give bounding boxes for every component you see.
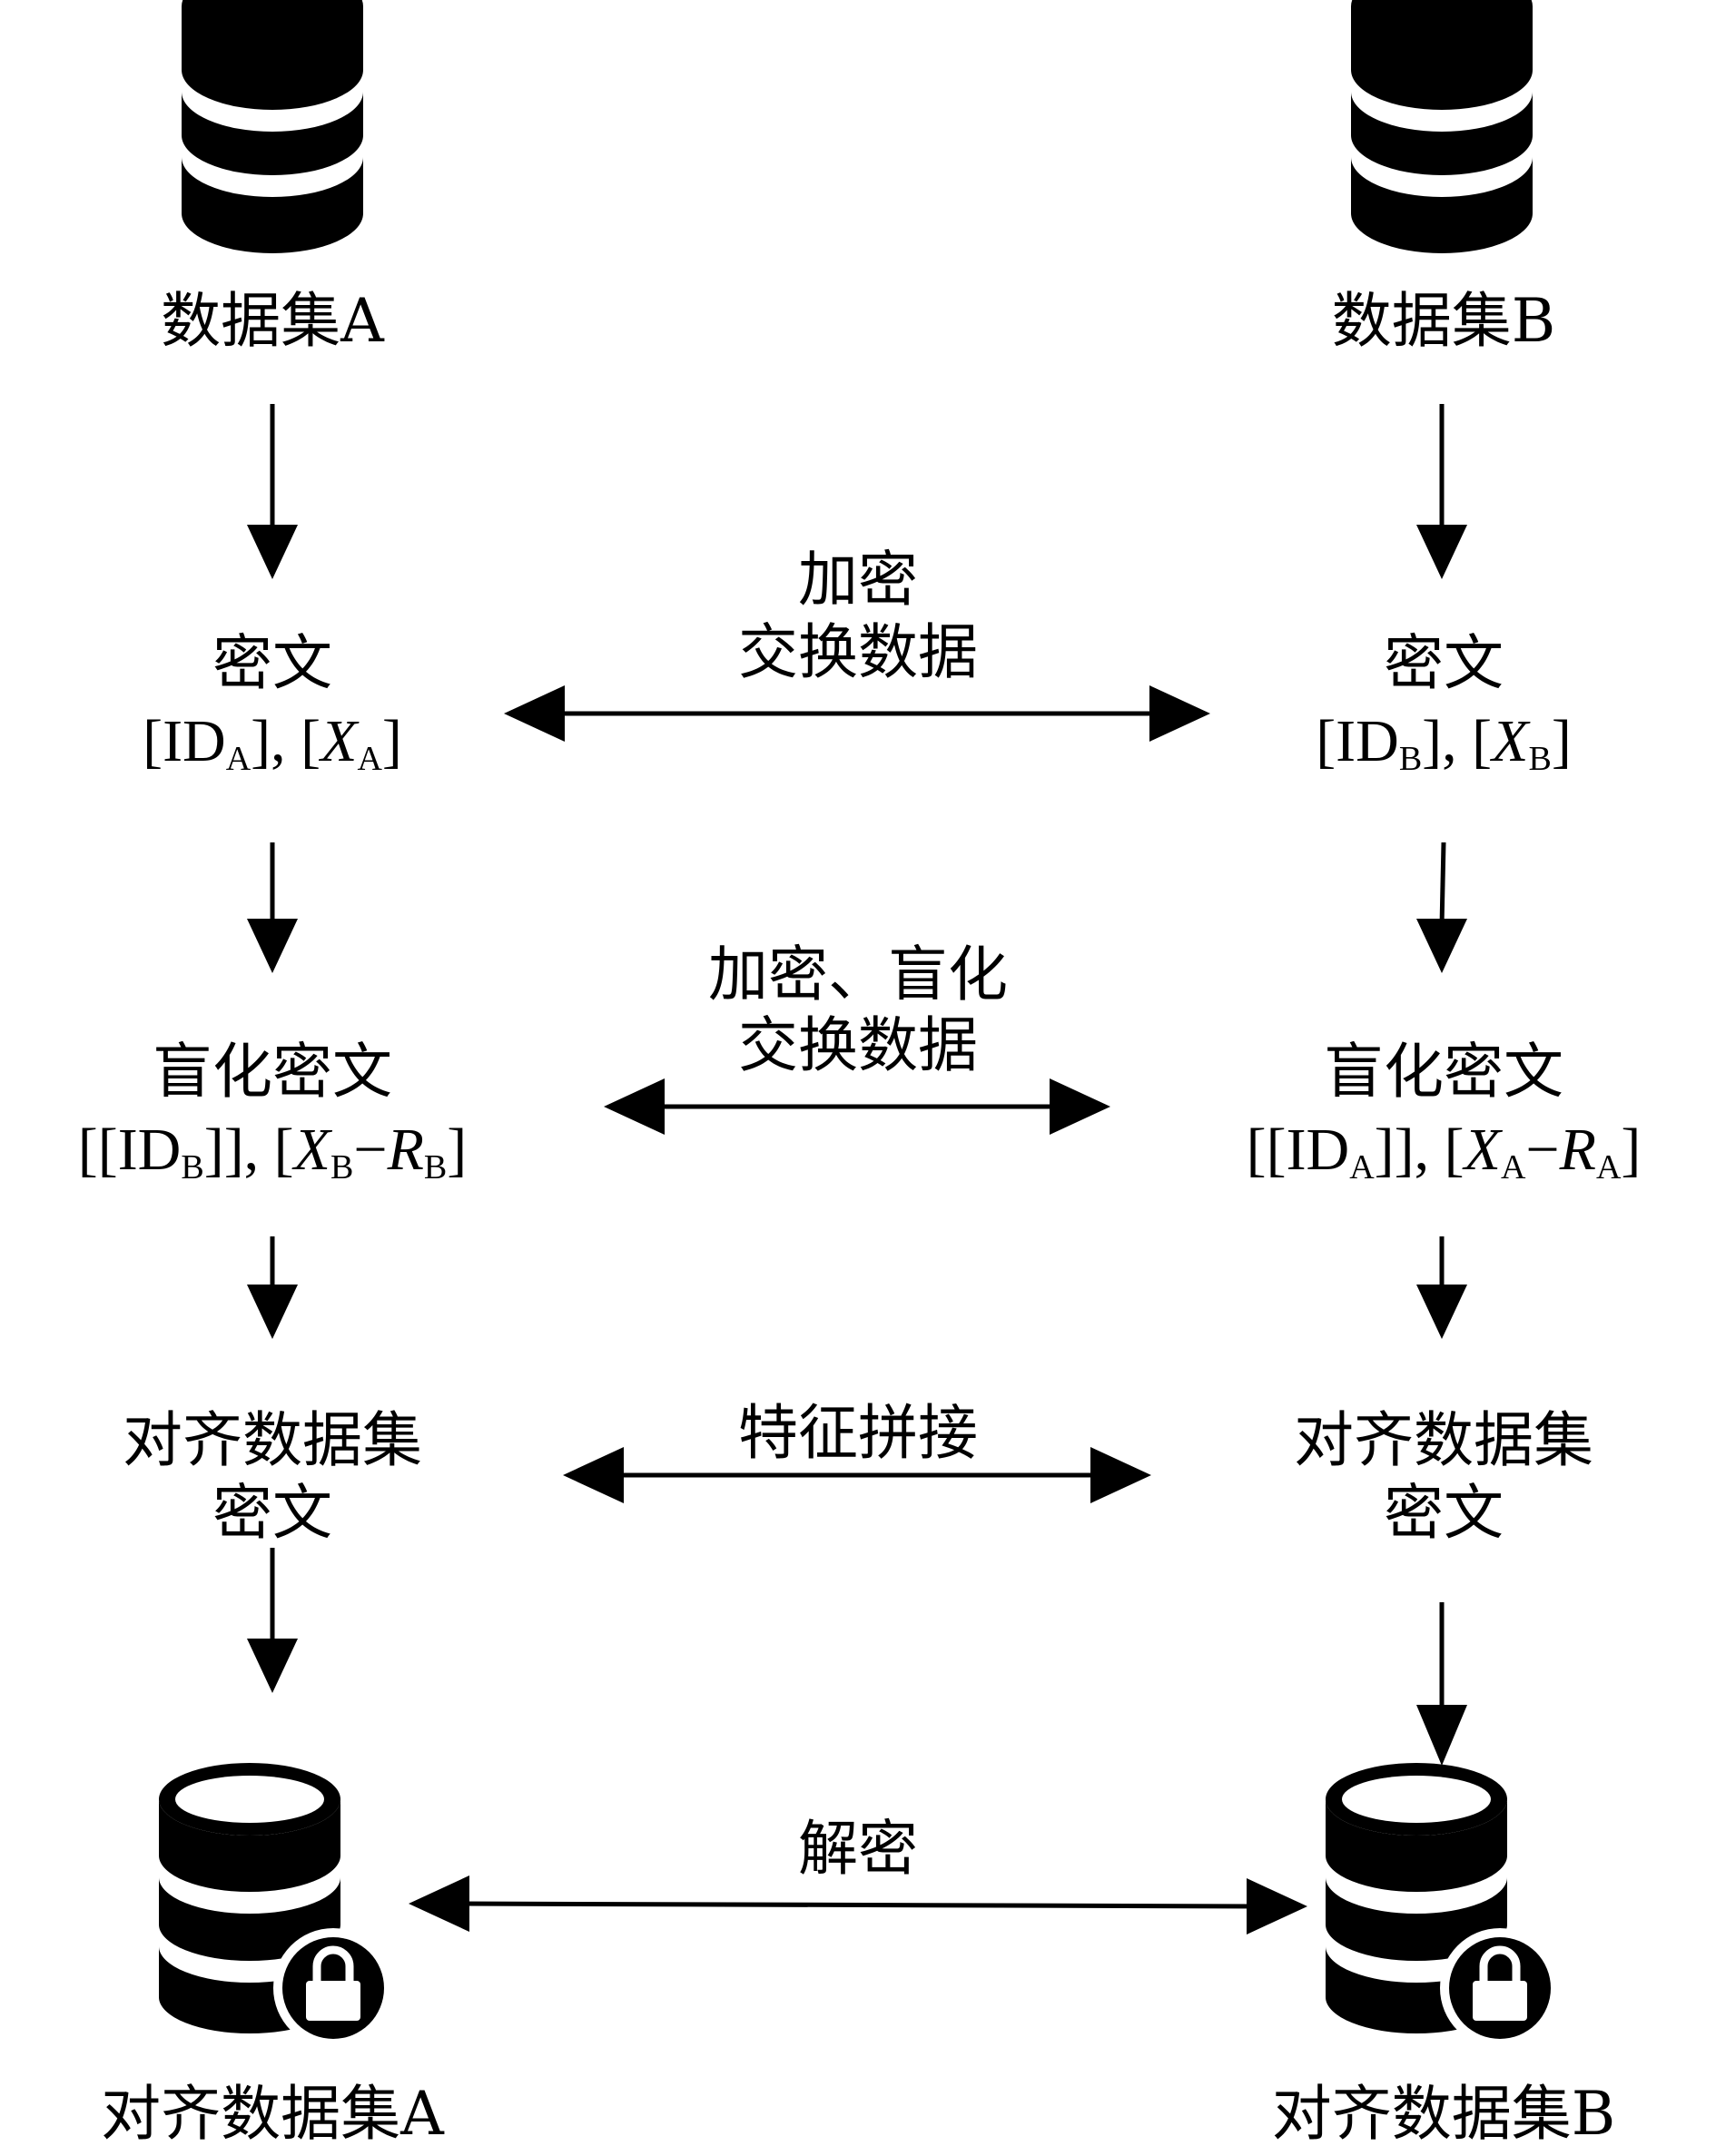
database-icon-left [182, 0, 363, 253]
exchange-2-line1: 加密、盲化 [708, 940, 1008, 1009]
exchange-2-line2: 交换数据 [738, 1010, 978, 1080]
exchange-arrow-3 [563, 1447, 1151, 1503]
result-label-left: 对齐数据集A [101, 2079, 444, 2149]
arrow-left-2 [247, 842, 298, 973]
source-label-left: 数据集A [161, 286, 384, 356]
aligned-line1-right: 对齐数据集 [1294, 1405, 1593, 1475]
arrow-right-2 [1416, 842, 1467, 973]
aligned-line2-left: 密文 [212, 1478, 332, 1548]
blind-formula-left: [[IDB]], [XB−RB] [77, 1117, 468, 1186]
arrow-right-4 [1416, 1602, 1467, 1766]
arrow-right-3 [1416, 1236, 1467, 1339]
exchange-1-line2: 交换数据 [738, 617, 978, 687]
arrow-left-3 [247, 1236, 298, 1339]
aligned-line2-right: 密文 [1384, 1478, 1504, 1548]
locked-database-icon-right [1326, 1763, 1560, 2048]
exchange-3-label: 特征拼接 [738, 1398, 978, 1468]
result-label-right: 对齐数据集B [1271, 2079, 1616, 2149]
exchange-1-line1: 加密 [798, 545, 918, 615]
cipher-formula-right: [IDB], [XB] [1316, 708, 1572, 778]
blind-formula-right: [[IDA]], [XA−RA] [1246, 1117, 1642, 1186]
arrow-left-4 [247, 1548, 298, 1693]
cipher-title-left: 密文 [212, 628, 332, 698]
exchange-4-label: 解密 [798, 1814, 918, 1884]
arrow-left-1 [247, 404, 298, 579]
cipher-title-right: 密文 [1384, 628, 1504, 698]
cipher-formula-left: [IDA], [XA] [143, 708, 402, 778]
database-icon-right [1351, 0, 1533, 253]
aligned-line1-left: 对齐数据集 [123, 1405, 422, 1475]
source-label-right: 数据集B [1331, 286, 1556, 356]
locked-database-icon-left [159, 1763, 393, 2048]
exchange-arrow-2 [604, 1078, 1110, 1135]
exchange-arrow-4 [409, 1875, 1307, 1934]
blind-title-right: 盲化密文 [1324, 1037, 1563, 1107]
blind-title-left: 盲化密文 [153, 1037, 392, 1107]
arrow-right-1 [1416, 404, 1467, 579]
exchange-arrow-1 [504, 685, 1210, 742]
